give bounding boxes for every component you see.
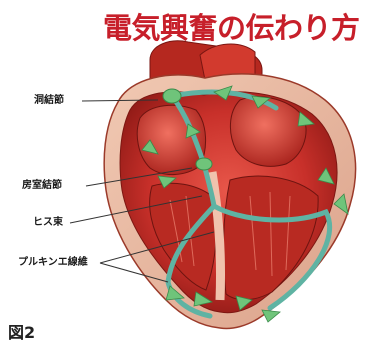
sa-node <box>163 89 181 103</box>
label-sa-node: 洞結節 <box>34 95 64 107</box>
label-purkinje-fibers: プルキンエ線維 <box>18 257 88 269</box>
page-title: 電気興奮の伝わり方 <box>103 4 388 52</box>
label-av-node: 房室結節 <box>22 180 62 192</box>
figure-number: 図2 <box>8 323 35 343</box>
av-node <box>196 158 212 170</box>
label-his-bundle: ヒス束 <box>33 217 63 229</box>
